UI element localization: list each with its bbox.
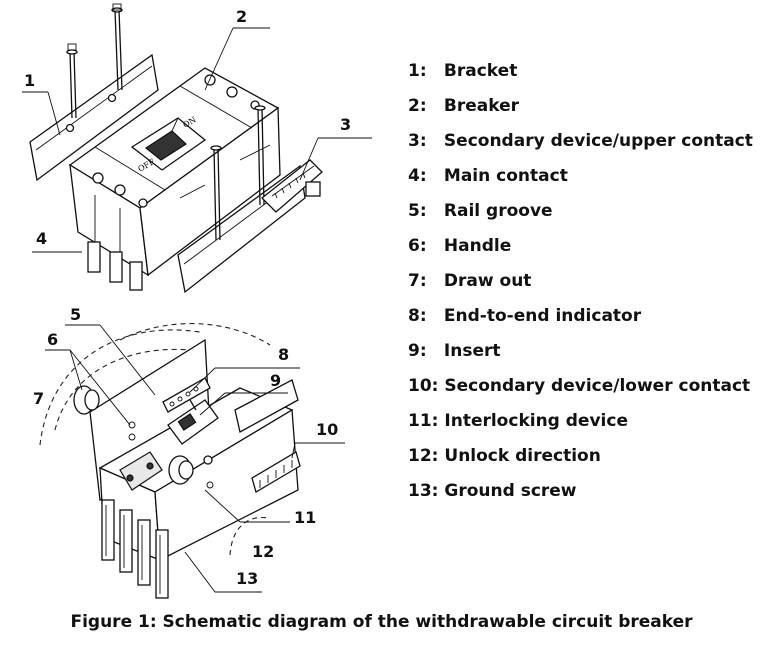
- secondary-device-lower: [251, 451, 301, 493]
- secondary-device-upper: [261, 159, 323, 213]
- legend-item: 11: Interlocking device: [408, 411, 628, 431]
- indicator-strip: [162, 377, 211, 413]
- main-contact-studs: [87, 241, 143, 291]
- callout-13: 13: [236, 569, 258, 588]
- insert-block: [167, 399, 219, 445]
- bracket-plate-left: [29, 53, 159, 182]
- callout-5: 5: [70, 305, 81, 324]
- legend-item: 12: Unlock direction: [408, 446, 601, 466]
- legend-list: 1: Bracket 2: Breaker 3: Secondary devic…: [408, 58, 753, 513]
- draw-out-arrows: [39, 323, 271, 446]
- legend-item: 5: Rail groove: [408, 201, 553, 221]
- callout-1: 1: [24, 71, 35, 90]
- handle-bottom: [73, 385, 194, 485]
- callout-7: 7: [33, 389, 44, 408]
- callout-6: 6: [47, 330, 58, 349]
- callout-11: 11: [294, 508, 316, 527]
- unlock-arrow: [229, 516, 269, 556]
- callout-12: 12: [252, 542, 274, 561]
- figure-caption: Figure 1: Schematic diagram of the withd…: [70, 612, 693, 632]
- callout-8: 8: [278, 345, 289, 364]
- interlock-and-terminals: [119, 421, 214, 491]
- callout-4: 4: [36, 229, 47, 248]
- legend-item: 3: Secondary device/upper contact: [408, 131, 753, 151]
- callout-9: 9: [270, 371, 281, 390]
- legend-item: 1: Bracket: [408, 61, 518, 81]
- callout-numbers: 1 2 3 4 5 6 7 8 9 10 11 12 13: [24, 7, 351, 588]
- main-contact-bars-bottom: [101, 499, 169, 599]
- legend-item: 10: Secondary device/lower contact: [408, 376, 751, 396]
- legend-item: 6: Handle: [408, 236, 512, 256]
- callout-2: 2: [236, 7, 247, 26]
- switch-handle: ON OFF: [130, 115, 207, 174]
- legend-item: 9: Insert: [408, 341, 501, 361]
- legend-item: 7: Draw out: [408, 271, 532, 291]
- legend-item: 2: Breaker: [408, 96, 520, 116]
- legend-item: 13: Ground screw: [408, 481, 577, 501]
- callout-3: 3: [340, 115, 351, 134]
- mounting-bolts-left: [66, 3, 123, 119]
- callout-10: 10: [316, 420, 338, 439]
- leader-lines: [22, 27, 372, 593]
- legend-item: 8: End-to-end indicator: [408, 306, 642, 326]
- legend-item: 4: Main contact: [408, 166, 568, 186]
